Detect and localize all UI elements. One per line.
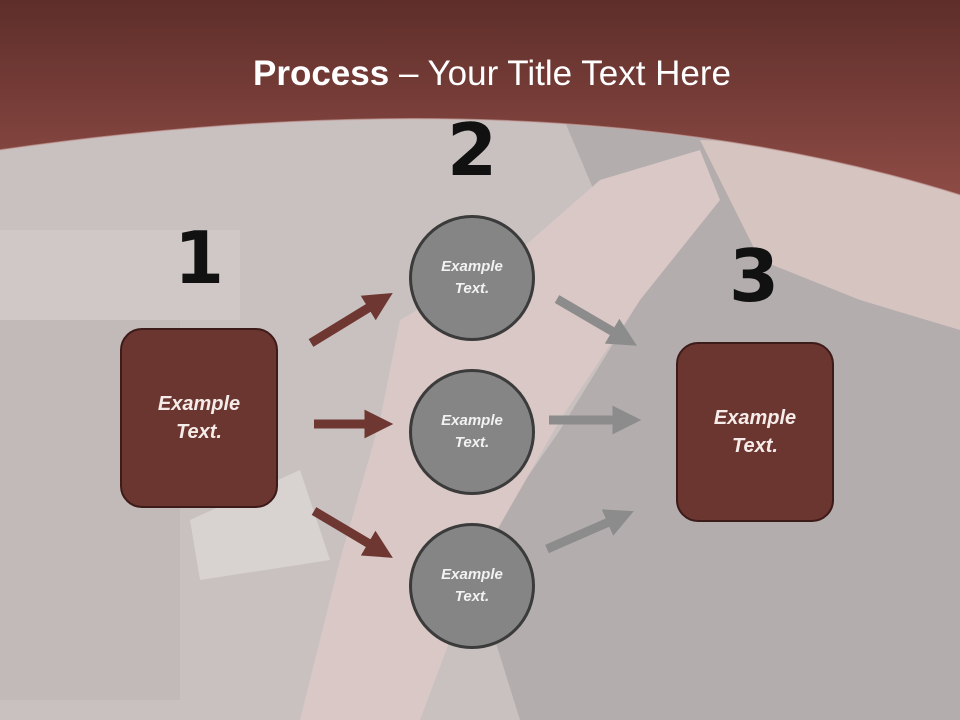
arrow-top-to-right: [554, 295, 637, 346]
arrow-left-to-bottom: [311, 507, 393, 558]
title-rest: – Your Title Text Here: [389, 54, 731, 93]
circle-step-middle: Example Text.: [409, 369, 535, 495]
title-bold: Process: [253, 54, 390, 93]
slide-title: Process – Your Title Text Here: [0, 54, 960, 94]
left-step-label: Example Text.: [157, 393, 241, 443]
left-step-box: Example Text.: [120, 328, 278, 508]
step-number-2: 2: [446, 108, 498, 192]
circle-label-bottom: Example Text.: [441, 565, 503, 606]
right-step-label: Example Text.: [713, 407, 797, 457]
circle-step-top: Example Text.: [409, 215, 535, 341]
circle-step-bottom: Example Text.: [409, 523, 535, 649]
step-number-3: 3: [728, 234, 780, 318]
right-step-box: Example Text.: [676, 342, 834, 522]
arrow-left-to-top: [308, 292, 393, 347]
arrow-bottom-to-right: [545, 509, 634, 554]
step-number-1: 1: [173, 216, 225, 300]
circle-label-top: Example Text.: [441, 257, 503, 298]
circle-label-middle: Example Text.: [441, 411, 503, 452]
